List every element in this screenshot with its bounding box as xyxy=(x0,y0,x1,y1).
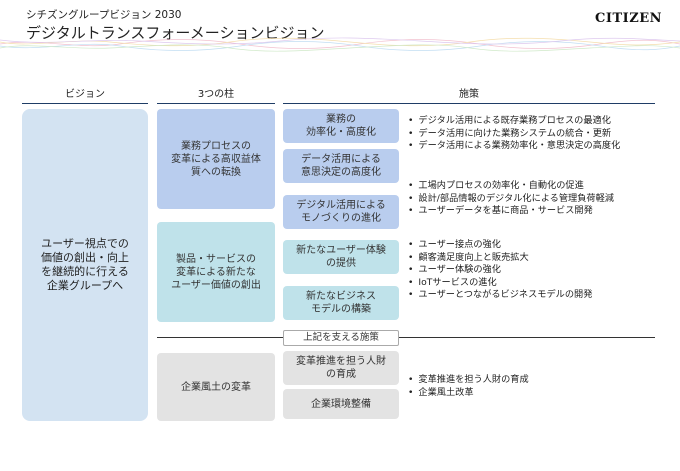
measure-environment: 企業環境整備 xyxy=(283,389,399,419)
measure-talent-development: 変革推進を担う人財 の育成 xyxy=(283,351,399,385)
bullet-item: 変革推進を担う人財の育成 xyxy=(408,374,528,387)
bullet-item: ユーザー接点の強化 xyxy=(408,239,592,252)
support-label: 上記を支える施策 xyxy=(283,330,399,346)
pillar-label: 業務プロセスの 変革による高収益体 質への転換 xyxy=(171,140,261,178)
bullet-item: デジタル活用による既存業務プロセスの最適化 xyxy=(408,115,620,128)
bullet-item: 企業風土改革 xyxy=(408,387,529,400)
measure-label: 企業環境整備 xyxy=(311,398,371,410)
measure-label: 業務の 効率化・高度化 xyxy=(306,114,376,138)
measure-business-model: 新たなビジネス モデルの構築 xyxy=(283,286,399,320)
measure-label: 新たなユーザー体験 の提供 xyxy=(296,245,386,269)
support-divider xyxy=(157,337,655,338)
bullet-item: ユーザー体験の強化 xyxy=(408,264,592,277)
measure-label: 新たなビジネス モデルの構築 xyxy=(306,291,376,315)
pillar-products-services: 製品・サービスの 変革による新たな ユーザー価値の創出 xyxy=(157,222,275,322)
column-header-measures: 施策 xyxy=(283,86,655,104)
measure-user-experience: 新たなユーザー体験 の提供 xyxy=(283,240,399,274)
pillar-business-process: 業務プロセスの 変革による高収益体 質への転換 xyxy=(157,109,275,209)
vision-box: ユーザー視点での 価値の創出・向上 を継続的に行える 企業グループへ xyxy=(22,109,148,421)
page-title: デジタルトランスフォーメーションビジョン xyxy=(26,24,325,42)
column-header-pillars: 3つの柱 xyxy=(157,86,275,104)
pillar-label: 企業風土の変革 xyxy=(181,381,251,393)
bullets-user-value: ユーザー接点の強化 顧客満足度向上と販売拡大 ユーザー体験の強化 IoTサービス… xyxy=(408,239,592,302)
measure-label: デジタル活用による モノづくりの進化 xyxy=(296,200,386,224)
citizen-logo: CITIZEN xyxy=(595,11,662,26)
pillar-label: 製品・サービスの 変革による新たな ユーザー価値の創出 xyxy=(171,253,261,291)
bullets-manufacturing: 工場内プロセスの効率化・自動化の促進 設計/部品情報のデジタル化による管理負荷軽… xyxy=(408,180,614,218)
measure-label: データ活用による 意思決定の高度化 xyxy=(301,154,381,178)
bullet-item: 工場内プロセスの効率化・自動化の促進 xyxy=(408,180,614,193)
bullets-business-process: デジタル活用による既存業務プロセスの最適化 データ活用に向けた業務システムの統合… xyxy=(408,115,620,153)
measure-efficiency: 業務の 効率化・高度化 xyxy=(283,109,399,143)
bullet-item: 顧客満足度向上と販売拡大 xyxy=(408,252,592,265)
bullet-item: 設計/部品情報のデジタル化による管理負荷軽減 xyxy=(408,193,614,206)
measure-digital-manufacturing: デジタル活用による モノづくりの進化 xyxy=(283,195,399,229)
bullet-item: データ活用に向けた業務システムの統合・更新 xyxy=(408,128,620,141)
bullet-item: IoTサービスの進化 xyxy=(408,277,592,290)
bullet-item: ユーザーデータを基に商品・サービス開発 xyxy=(408,205,614,218)
bullet-item: データ活用による業務効率化・意思決定の高度化 xyxy=(408,140,620,153)
measure-data-decision: データ活用による 意思決定の高度化 xyxy=(283,149,399,183)
measure-label: 変革推進を担う人財 の育成 xyxy=(296,356,386,380)
bullets-culture: 変革推進を担う人財の育成 企業風土改革 xyxy=(408,374,529,400)
vision-text: ユーザー視点での 価値の創出・向上 を継続的に行える 企業グループへ xyxy=(41,237,129,292)
decorative-wave-pattern xyxy=(0,37,680,52)
column-header-vision: ビジョン xyxy=(22,86,148,104)
pillar-corporate-culture: 企業風土の変革 xyxy=(157,353,275,421)
pre-title: シチズングループビジョン 2030 xyxy=(26,9,182,21)
bullet-item: ユーザーとつながるビジネスモデルの開発 xyxy=(408,289,592,302)
